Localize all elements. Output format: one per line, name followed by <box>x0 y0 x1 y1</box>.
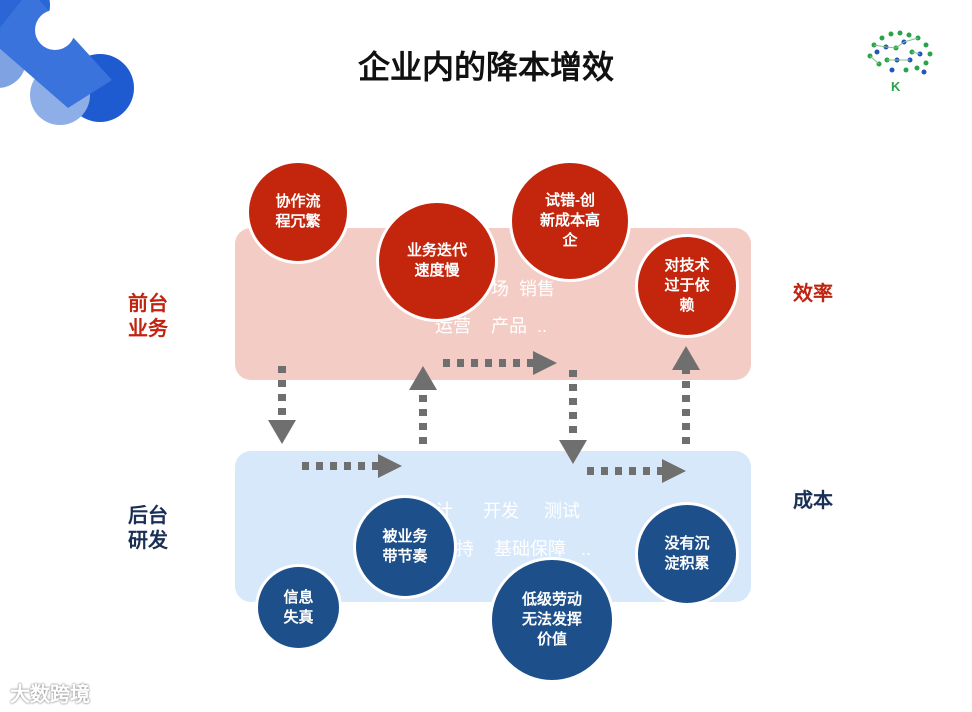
problem-circle-tech-dependence: 对技术 过于依 赖 <box>635 234 739 338</box>
front-panel-line-2: 运营 产品 .. <box>435 316 548 336</box>
watermark: 大数跨境 <box>10 684 90 706</box>
problem-circle-iteration: 业务迭代 速度慢 <box>376 200 498 322</box>
molecule-shape <box>0 0 134 125</box>
problem-circle-low-labor: 低级劳动 无法发挥 价值 <box>489 557 615 683</box>
arrowhead-down-2 <box>559 440 587 464</box>
arrowhead-right-top <box>533 351 557 375</box>
logo-letter: K <box>891 79 901 94</box>
problem-circle-no-accumulation: 没有沉 淀积累 <box>635 502 739 606</box>
back-dev-label: 后台 研发 <box>128 505 168 552</box>
front-panel-line-1: 场 销售 <box>491 279 556 299</box>
front-business-label: 前台 业务 <box>128 293 168 340</box>
cost-label: 成本 <box>793 490 833 512</box>
problem-circle-info-distortion: 信息 失真 <box>255 564 342 651</box>
arrowhead-right-bottom-1 <box>378 454 402 478</box>
arrowhead-up-1 <box>409 366 437 390</box>
arrowhead-down-1 <box>268 420 296 444</box>
problem-circle-trial-cost: 试错-创 新成本高 企 <box>509 160 631 282</box>
problem-circle-business-pace: 被业务 带节奏 <box>353 495 457 599</box>
page-title: 企业内的降本增效 <box>357 49 614 85</box>
brain-logo-icon <box>867 30 933 75</box>
back-panel-line-1: 计 开发 测试 <box>435 501 581 521</box>
back-panel-line-2: 持 基础保障 .. <box>456 539 592 559</box>
problem-circle-collaboration: 协作流 程冗繁 <box>246 160 350 264</box>
arrowhead-up-2 <box>672 346 700 370</box>
efficiency-label: 效率 <box>793 283 833 305</box>
arrowhead-right-bottom-2 <box>662 459 686 483</box>
